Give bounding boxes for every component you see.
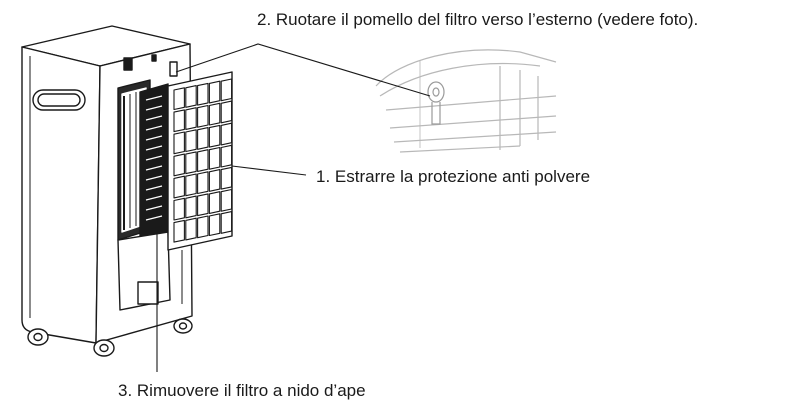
cooler-side-panel — [21, 46, 101, 344]
dust-cover-grid-cell — [220, 78, 233, 102]
dust-cover-grid-cell — [220, 100, 233, 124]
wheel-back-right — [173, 318, 193, 334]
dust-cover-grid-cell — [197, 149, 209, 172]
dust-cover-grid-cell — [220, 211, 233, 234]
dust-cover-grid-cell — [208, 191, 221, 214]
dust-cover-grid-cell — [220, 144, 233, 168]
filter-knob-icon — [427, 81, 445, 125]
air-cooler-illustration — [21, 25, 193, 357]
dust-cover-grid-cell — [208, 169, 221, 192]
dust-cover-grid-cell — [185, 217, 197, 241]
dust-cover-grid-cell — [173, 87, 185, 111]
dust-cover-grid-cell — [197, 171, 209, 195]
step1-callout: 1. Estrarre la protezione anti polvere — [316, 167, 591, 186]
dust-cover-panel — [167, 71, 233, 251]
step2-callout: 2. Ruotare il pomello del filtro verso l… — [257, 10, 699, 29]
dust-cover-grid-cell — [185, 85, 197, 108]
leader-line-step2 — [175, 43, 431, 97]
dust-cover-grid-cell — [208, 80, 221, 104]
dust-cover-grid-cell — [220, 188, 233, 212]
step3-callout: 3. Rimuovere il filtro a nido d’ape — [118, 381, 366, 400]
leader-lines — [156, 43, 431, 372]
dust-cover-grid-cell — [220, 122, 233, 146]
dust-cover-grid-cell — [208, 102, 221, 126]
wheel-front-left — [27, 328, 49, 346]
wheel-front-right — [93, 339, 115, 357]
side-handle — [32, 89, 86, 111]
dust-cover-grid-cell — [185, 195, 197, 219]
dust-cover-grid-cell — [208, 213, 221, 237]
dust-cover-grid-cell — [173, 175, 185, 199]
dust-cover-grid-cell — [208, 146, 221, 170]
dust-cover-grid-cell — [197, 215, 209, 239]
dust-cover-grid-cell — [173, 153, 185, 177]
dust-cover-grid-cell — [185, 129, 197, 153]
dust-cover-grid-cell — [173, 131, 185, 155]
dust-cover-grid-cell — [173, 219, 185, 243]
dust-cover-grid-cell — [185, 173, 197, 197]
dust-cover-grid-cell — [173, 109, 185, 133]
dust-cover-grid-cell — [197, 193, 209, 217]
dust-cover-grid-cell — [220, 166, 233, 190]
knob-detail-inset — [375, 49, 557, 153]
dust-cover-grid-cell — [197, 127, 209, 150]
dust-cover-grid-cell — [208, 124, 221, 148]
dust-cover-grid-cell — [197, 82, 209, 106]
dust-cover-grid-cell — [173, 197, 185, 221]
leader-line-step1 — [231, 165, 307, 176]
dust-cover-grid-cell — [185, 151, 197, 175]
water-level-window — [137, 281, 159, 305]
dust-cover-grid-cell — [197, 104, 209, 128]
dust-cover-grid-cell — [185, 107, 197, 130]
